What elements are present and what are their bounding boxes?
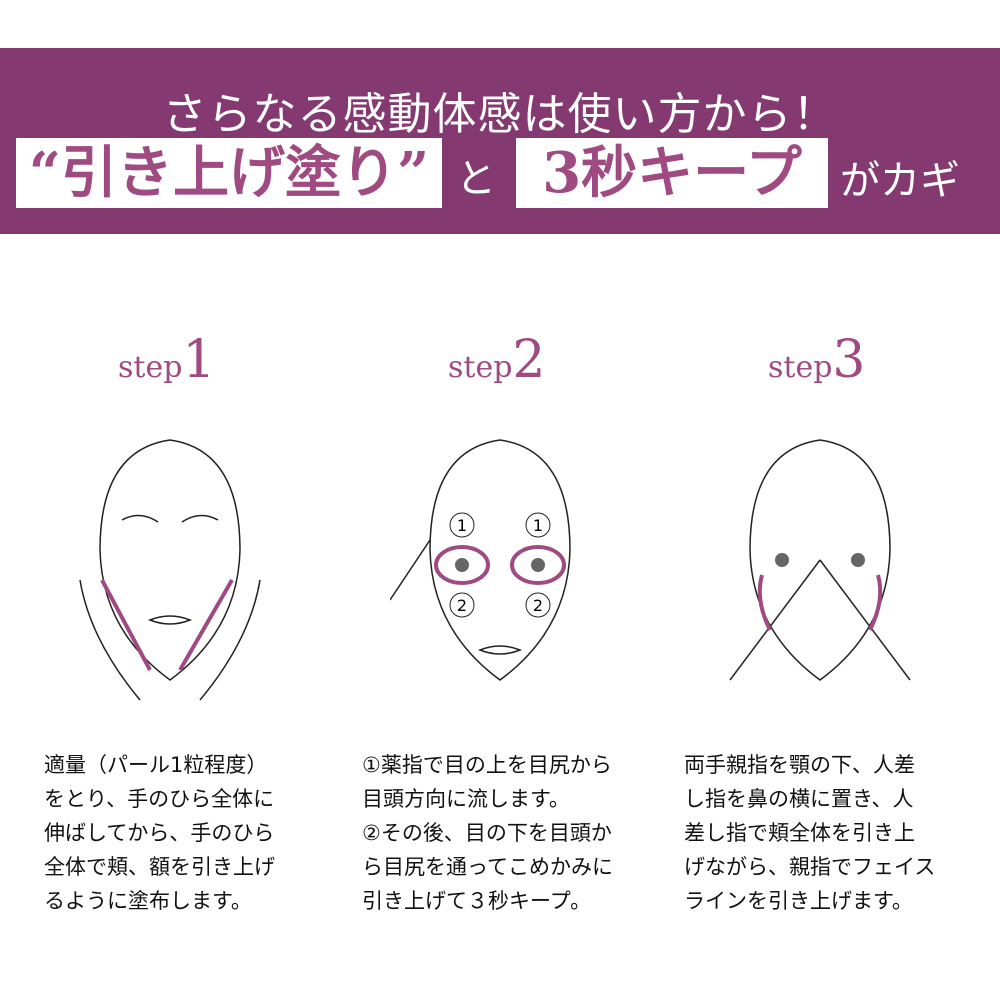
highlight-box-3sec-keep: 3秒キープ (516, 138, 828, 208)
suffix-text: がカギ (840, 158, 960, 204)
step-3-description: 両手親指を顎の下、人差 し指を鼻の横に置き、人 差し指で頬全体を引き上 げながら… (684, 753, 936, 913)
subheadline-row: “引き上げ塗り” と 3秒キープ がカギ (0, 138, 1000, 210)
step-number: 3 (832, 330, 866, 390)
highlight-box-lift-apply: “引き上げ塗り” (16, 138, 442, 208)
step-2-description: ①薬指で目の上を目尻から 目頭方向に流します。 ②その後、目の下を目頭か ら目尻… (362, 753, 613, 913)
step-word: step (448, 350, 513, 385)
svg-text:2: 2 (457, 596, 467, 615)
svg-text:2: 2 (533, 596, 543, 615)
face-eye-circles-icon: 1 1 2 2 (390, 439, 571, 681)
headline: さらなる感動体感は使い方から！ (162, 89, 838, 140)
step-number: 2 (512, 330, 546, 390)
step-2-title: step2 (448, 330, 546, 390)
step-3-title: step3 (768, 330, 866, 390)
step-1-title: step1 (118, 330, 216, 390)
step-word: step (768, 350, 833, 385)
svg-text:1: 1 (533, 516, 543, 535)
face-hands-triangle-icon (729, 439, 911, 681)
step-number: 1 (182, 330, 216, 390)
face-hands-on-cheeks-icon (79, 439, 261, 701)
svg-text:1: 1 (457, 516, 467, 535)
step-1-description: 適量（パール1粒程度） をとり、手のひら全体に 伸ばしてから、手のひら 全体で頬… (44, 753, 275, 913)
connector-text: と (456, 156, 496, 202)
step-word: step (118, 350, 183, 385)
